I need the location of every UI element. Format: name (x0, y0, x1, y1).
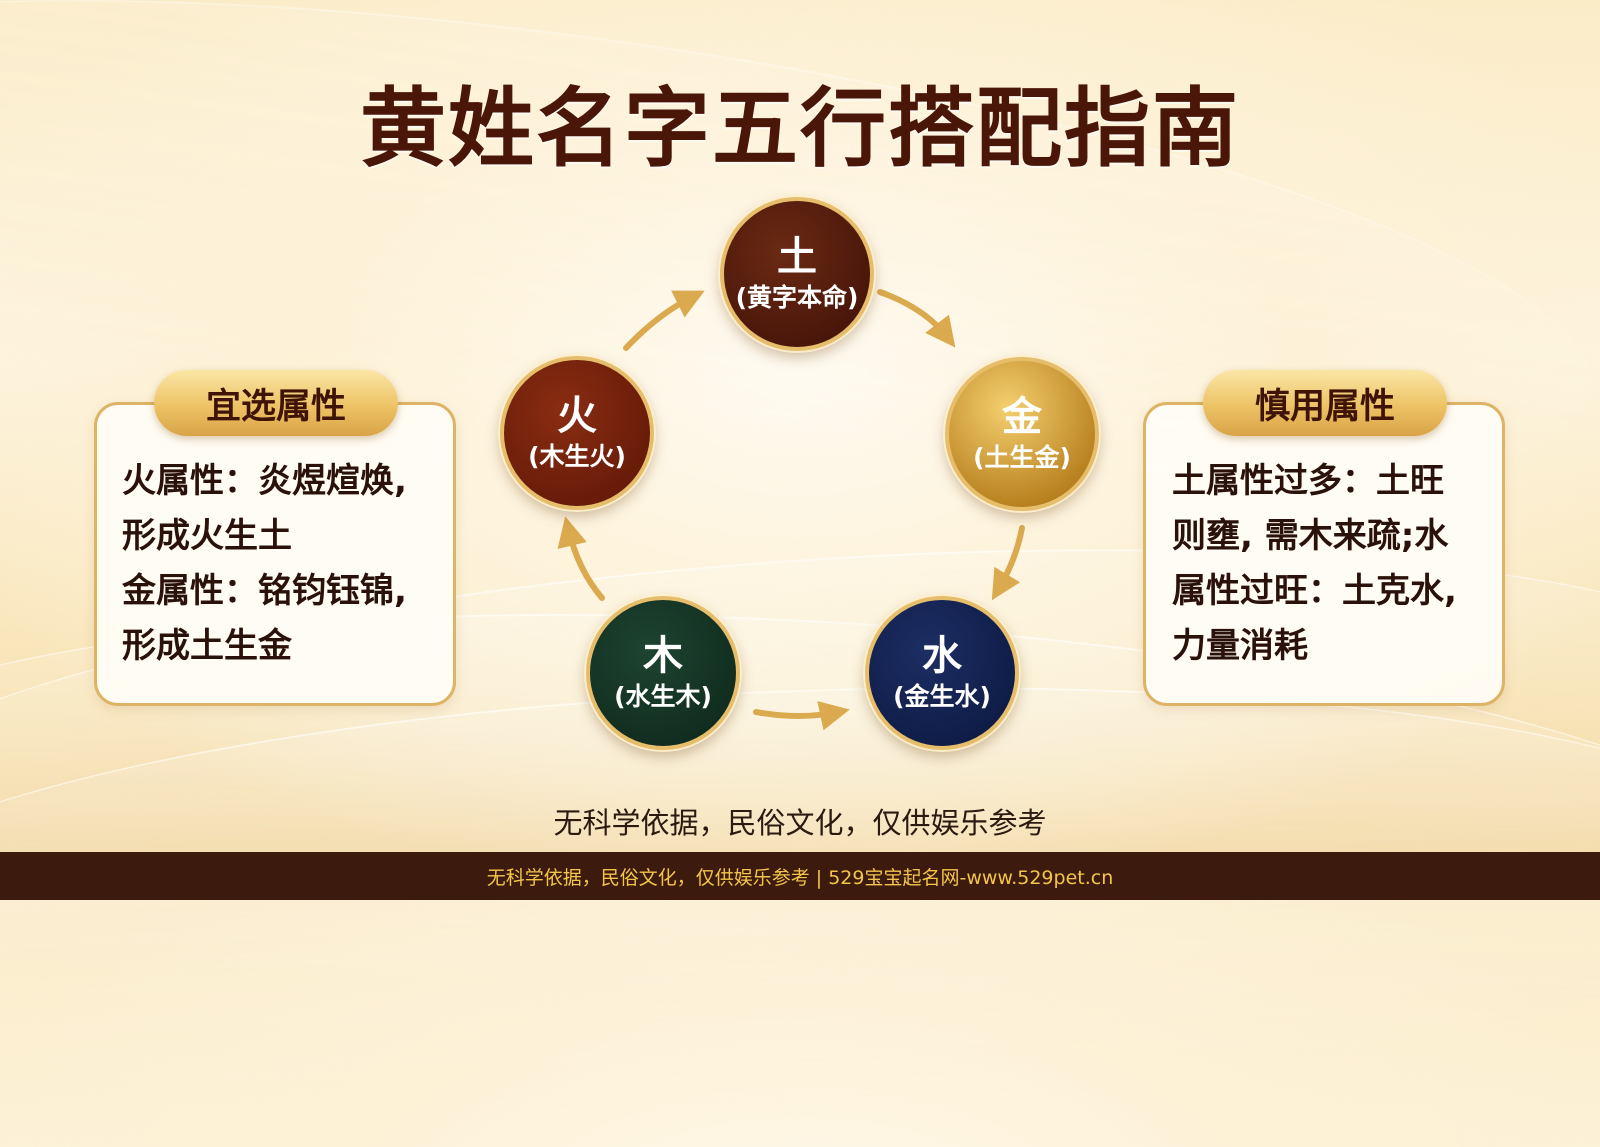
page-title: 黄姓名字五行搭配指南 (360, 78, 1240, 179)
element-fire-name: 火 (557, 393, 597, 439)
caution-attributes-heading: 慎用属性 (1203, 370, 1447, 436)
element-earth-name: 土 (777, 234, 817, 280)
element-metal-node: 金 (土生金) (945, 357, 1099, 511)
element-fire-note: (木生火) (528, 442, 626, 471)
recommended-attributes-text: 火属性：炎煜煊焕, 形成火生土 金属性：铭钧钰锦, 形成土生金 (122, 454, 407, 674)
element-wood-node: 木 (水生木) (586, 596, 740, 750)
arrow-wood-to-fire (557, 516, 605, 601)
panel-line: 土属性过多：土旺 (1172, 461, 1444, 501)
panel-line: 火属性：炎煜煊焕, (122, 461, 407, 501)
element-water-name: 水 (922, 633, 962, 679)
cycle-arrows (557, 289, 1025, 731)
element-water-node: 水 (金生水) (865, 596, 1019, 750)
caution-attributes-text: 土属性过多：土旺 则壅, 需木来疏;水 属性过旺：土克水, 力量消耗 (1172, 454, 1457, 674)
element-wood-name: 木 (643, 633, 683, 679)
recommended-attributes-heading: 宜选属性 (154, 370, 398, 436)
arrow-metal-to-water (991, 525, 1025, 601)
panel-line: 则壅, 需木来疏;水 (1172, 516, 1449, 556)
panel-line: 形成土生金 (122, 626, 292, 666)
panel-line: 金属性：铭钧钰锦, (122, 571, 407, 611)
arrow-fire-to-earth (623, 290, 705, 351)
footer-bar: 无科学依据，民俗文化，仅供娱乐参考 | 529宝宝起名网-www.529pet.… (0, 852, 1600, 900)
caution-attributes-panel (1143, 402, 1505, 706)
disclaimer-text: 无科学依据，民俗文化，仅供娱乐参考 (553, 806, 1047, 840)
footer-text: 无科学依据，民俗文化，仅供娱乐参考 | 529宝宝起名网-www.529pet.… (486, 866, 1114, 889)
element-earth-note: (黄字本命) (735, 283, 859, 312)
arrow-water-to-wood (753, 701, 850, 731)
element-water-note: (金生水) (893, 682, 991, 711)
panel-line: 力量消耗 (1172, 626, 1308, 666)
element-earth-node: 土 (黄字本命) (720, 197, 874, 351)
element-metal-name: 金 (1002, 394, 1042, 440)
element-fire-node: 火 (木生火) (500, 356, 654, 510)
arrow-earth-to-metal (877, 289, 956, 348)
element-metal-note: (土生金) (973, 443, 1071, 472)
element-wood-note: (水生木) (614, 682, 712, 711)
panel-line: 属性过旺：土克水, (1172, 571, 1457, 611)
panel-line: 形成火生土 (122, 516, 292, 556)
